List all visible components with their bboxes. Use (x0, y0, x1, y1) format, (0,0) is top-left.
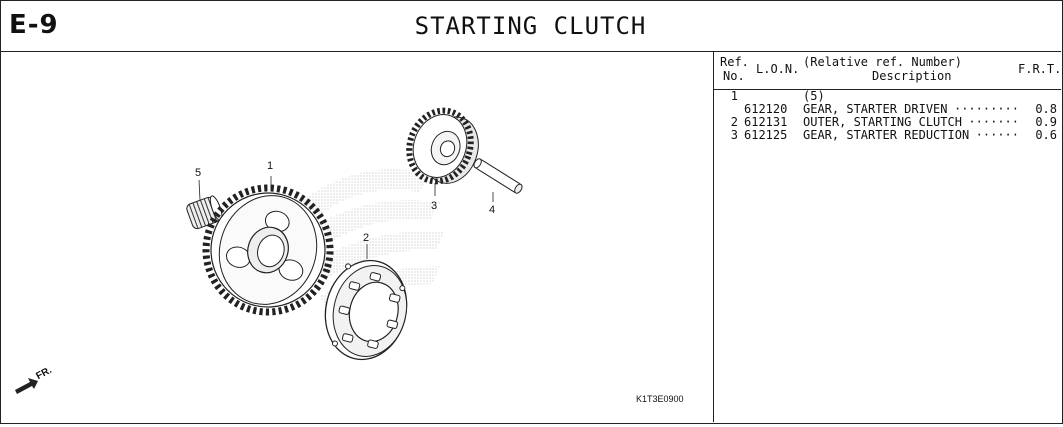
leader-line-5 (198, 179, 201, 201)
callout-5: 5 (195, 167, 202, 179)
row-leader-dots: ······ (975, 128, 1019, 142)
row-description: OUTER, STARTING CLUTCH (803, 115, 962, 129)
part-3-starter-reduction-gear (406, 107, 479, 185)
header-rule (714, 89, 1061, 90)
row-leader-dots: ······· (968, 115, 1019, 129)
row-lon: 612131 (744, 115, 788, 129)
row-frt: 0.8 (1035, 102, 1057, 116)
table-row: 2 612131 OUTER, STARTING CLUTCH ······· … (714, 116, 1061, 129)
row-frt: 0.9 (1035, 115, 1057, 129)
row-description: GEAR, STARTER REDUCTION (803, 128, 970, 142)
watermark-wing (300, 169, 445, 310)
part-4-shaft (473, 158, 523, 194)
page-title: STARTING CLUTCH (414, 12, 647, 40)
column-divider (713, 52, 714, 422)
table-row: 612120 GEAR, STARTER DRIVEN ········· 0.… (714, 103, 1061, 116)
header-description: Description (872, 69, 952, 83)
callout-2: 2 (363, 232, 370, 244)
table-row: 3 612125 GEAR, STARTER REDUCTION ······ … (714, 129, 1061, 142)
header-no: No. (723, 69, 745, 83)
callout-1: 1 (267, 160, 274, 172)
callout-4: 4 (489, 204, 496, 216)
callout-3: 3 (431, 200, 438, 212)
page-header: E-9 STARTING CLUTCH (0, 0, 1061, 52)
row-description: (5) (803, 89, 825, 103)
row-ref: 3 (730, 128, 738, 142)
row-description: GEAR, STARTER DRIVEN (803, 102, 948, 116)
parts-rows: 1 (5) 612120 GEAR, STARTER DRIVEN ······… (714, 90, 1061, 142)
section-code: E-9 (9, 10, 59, 40)
row-frt: 0.6 (1035, 128, 1057, 142)
row-lon: 612125 (744, 128, 788, 142)
parts-list: Ref. No. L.O.N. (Relative ref. Number) D… (714, 52, 1061, 422)
row-ref: 1 (730, 89, 738, 103)
row-leader-dots: ········· (953, 102, 1019, 116)
part-2-starting-clutch-outer (324, 259, 408, 361)
part-1-starter-driven-gear (202, 184, 334, 316)
header-lon: L.O.N. (756, 62, 800, 76)
exploded-view-drawing: 1 2 3 4 5 FR. (0, 52, 713, 422)
table-row: 1 (5) (714, 90, 1061, 103)
row-lon: 612120 (744, 102, 788, 116)
front-direction-arrow-icon (15, 378, 38, 394)
header-relative-ref: (Relative ref. Number) (803, 55, 962, 69)
row-ref: 2 (730, 115, 738, 129)
header-frt: F.R.T. (1018, 62, 1062, 76)
header-ref: Ref. (720, 55, 749, 69)
illustration-code: K1T3E0900 (636, 394, 684, 404)
